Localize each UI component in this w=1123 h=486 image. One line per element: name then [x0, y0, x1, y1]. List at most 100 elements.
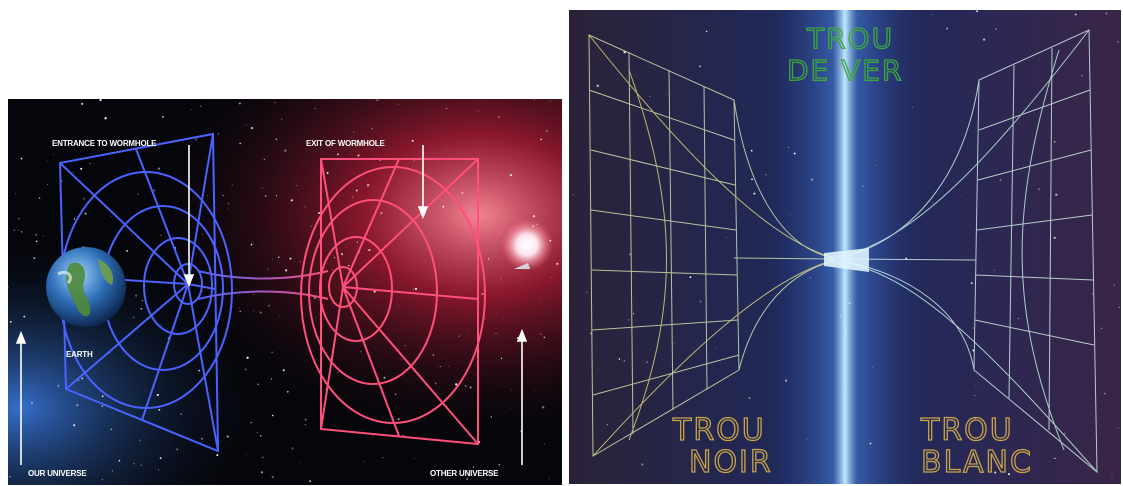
star — [199, 370, 201, 372]
star — [305, 206, 306, 207]
bright-star — [501, 219, 553, 271]
wormhole-diagram-svg: ENTRANCE TO WORMHOLE EXIT OF WORMHOLE EA… — [8, 99, 562, 485]
star — [977, 313, 978, 314]
star — [433, 354, 435, 356]
star — [491, 416, 492, 417]
star — [102, 479, 103, 480]
star — [811, 178, 813, 180]
star — [510, 408, 511, 409]
star — [271, 378, 272, 379]
star — [245, 454, 246, 455]
star — [272, 415, 274, 417]
star — [405, 345, 406, 346]
star — [246, 357, 248, 359]
star — [932, 202, 933, 203]
star — [271, 352, 273, 354]
star — [633, 313, 634, 314]
our-universe-label: OUR UNIVERSE — [28, 469, 87, 478]
star — [139, 440, 140, 441]
title-line-2: DE VER — [787, 54, 903, 87]
star — [840, 315, 842, 317]
star — [971, 282, 973, 284]
star — [112, 470, 113, 471]
star — [546, 209, 547, 210]
star — [383, 457, 384, 458]
star — [218, 133, 220, 135]
star — [341, 253, 343, 255]
star — [161, 325, 162, 326]
star — [372, 436, 373, 437]
star — [357, 242, 358, 243]
star — [367, 184, 369, 186]
star — [485, 318, 486, 319]
star — [1114, 284, 1115, 285]
star — [158, 469, 159, 470]
star — [13, 229, 15, 231]
star — [357, 154, 359, 156]
star — [540, 334, 541, 335]
star — [90, 163, 91, 164]
star — [31, 402, 33, 404]
star — [1104, 393, 1106, 395]
star — [276, 195, 277, 196]
star — [351, 154, 352, 155]
star — [245, 369, 247, 371]
star — [171, 484, 172, 485]
star — [279, 315, 280, 316]
star — [101, 405, 103, 407]
star — [272, 476, 274, 478]
star — [726, 237, 727, 238]
star — [160, 457, 162, 459]
star — [810, 277, 811, 278]
star — [216, 454, 218, 456]
star — [478, 111, 479, 112]
star — [275, 102, 276, 103]
star — [862, 185, 864, 187]
star — [297, 185, 298, 186]
star — [238, 308, 239, 309]
star — [845, 331, 846, 332]
star — [598, 369, 599, 370]
star — [251, 244, 253, 246]
star — [1064, 433, 1066, 435]
star — [251, 127, 253, 129]
star — [202, 234, 203, 235]
white-hole-label-line-2: BLANC — [921, 445, 1033, 480]
star — [368, 249, 370, 251]
star — [73, 172, 74, 173]
star — [666, 93, 667, 94]
star — [500, 231, 501, 232]
star — [1117, 41, 1119, 43]
star — [47, 184, 48, 185]
star — [1075, 14, 1077, 16]
star — [227, 436, 229, 438]
wormhole-diagram-english: ENTRANCE TO WORMHOLE EXIT OF WORMHOLE EA… — [8, 99, 562, 485]
star — [228, 208, 229, 209]
star — [1038, 188, 1040, 190]
star — [153, 189, 155, 191]
star — [15, 193, 16, 194]
star — [748, 397, 750, 399]
star — [253, 311, 254, 312]
star — [276, 138, 277, 139]
star — [500, 278, 501, 279]
star — [85, 213, 87, 215]
star — [496, 149, 497, 150]
star — [573, 194, 574, 195]
star — [305, 424, 306, 425]
star — [499, 464, 500, 465]
star — [556, 263, 558, 265]
star — [268, 305, 270, 307]
star — [510, 174, 512, 176]
star — [101, 113, 102, 114]
star — [551, 277, 552, 278]
star — [111, 429, 113, 431]
star — [790, 215, 791, 216]
star — [53, 154, 54, 155]
star — [74, 218, 75, 219]
star — [944, 128, 945, 129]
star — [73, 424, 75, 426]
star — [414, 160, 415, 161]
star — [995, 28, 996, 29]
star — [346, 247, 347, 248]
